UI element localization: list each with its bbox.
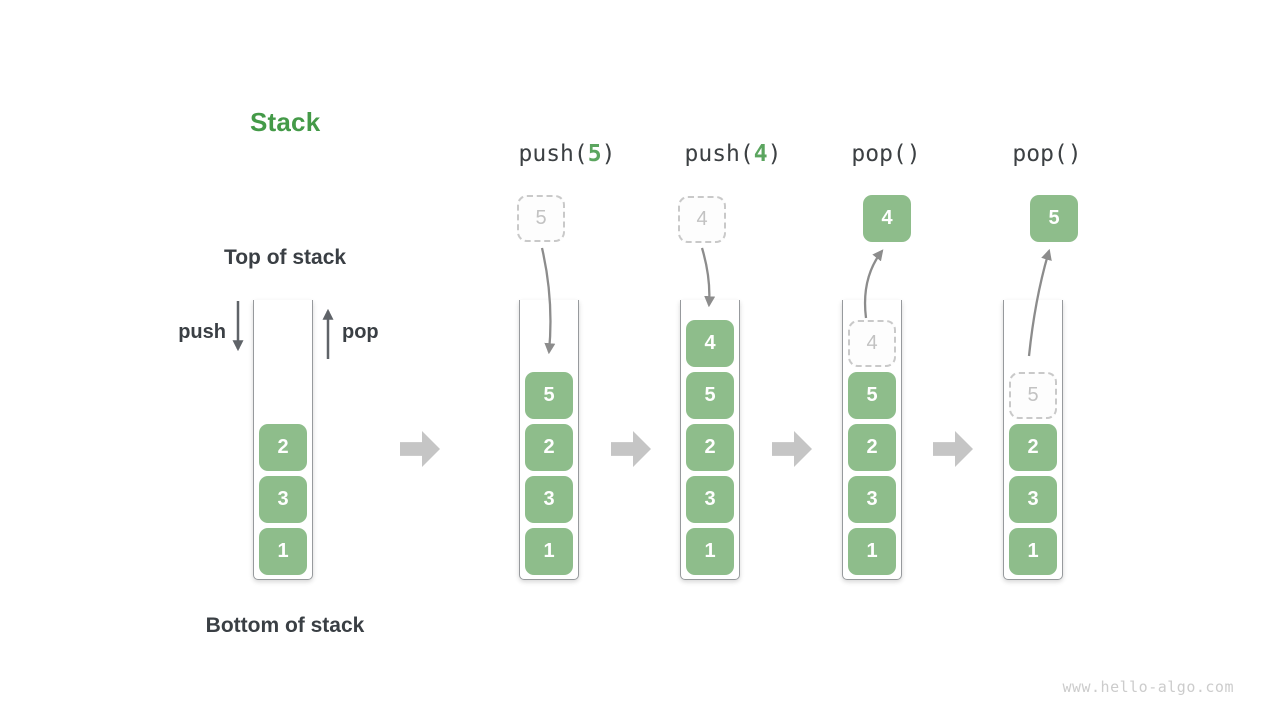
stack-item: 3	[259, 476, 307, 523]
floating-item: 4	[678, 196, 726, 243]
stack-item: 2	[259, 424, 307, 471]
operation-text: push(	[518, 141, 588, 167]
operation-label: push(5)	[457, 141, 677, 167]
operation-arg: 4	[753, 141, 768, 167]
step-arrow-icon	[611, 431, 651, 467]
bottom-of-stack-label: Bottom of stack	[205, 614, 365, 637]
stack-container	[1003, 300, 1063, 580]
pop-label: pop	[342, 321, 379, 343]
operation-text: pop()	[851, 141, 921, 167]
page-title: Stack	[250, 107, 321, 137]
stack-container	[680, 300, 740, 580]
stack-item: 3	[848, 476, 896, 523]
operation-label: pop()	[937, 141, 1157, 167]
operation-text: )	[601, 141, 616, 167]
stack-item: 5	[525, 372, 573, 419]
operation-text: push(	[684, 141, 754, 167]
step-arrow-icon	[400, 431, 440, 467]
stack-item: 3	[525, 476, 573, 523]
stack-item: 1	[848, 528, 896, 575]
stack-item-ghost: 4	[848, 320, 896, 367]
stack-item: 1	[259, 528, 307, 575]
stack-item: 4	[686, 320, 734, 367]
stack-item: 3	[1009, 476, 1057, 523]
operation-text: )	[767, 141, 782, 167]
stack-container	[842, 300, 902, 580]
stack-item: 2	[848, 424, 896, 471]
operation-label: push(4)	[623, 141, 843, 167]
stack-item: 1	[686, 528, 734, 575]
stack-item-ghost: 5	[1009, 372, 1057, 419]
top-of-stack-label: Top of stack	[223, 246, 347, 269]
stack-item: 2	[525, 424, 573, 471]
push-label: push	[178, 321, 226, 343]
stack-item: 2	[686, 424, 734, 471]
flow-arrow-icon	[700, 247, 716, 308]
operation-arg: 5	[587, 141, 602, 167]
stack-container	[253, 300, 313, 580]
stack-item: 1	[1009, 528, 1057, 575]
stack-item: 5	[848, 372, 896, 419]
stack-item: 5	[686, 372, 734, 419]
floating-item: 5	[1030, 195, 1078, 242]
stack-item: 1	[525, 528, 573, 575]
stack-item: 3	[686, 476, 734, 523]
floating-item: 4	[863, 195, 911, 242]
stack-container	[519, 300, 579, 580]
floating-item: 5	[517, 195, 565, 242]
step-arrow-icon	[933, 431, 973, 467]
stack-item: 2	[1009, 424, 1057, 471]
operation-label: pop()	[776, 141, 996, 167]
watermark: www.hello-algo.com	[1062, 678, 1234, 696]
step-arrow-icon	[772, 431, 812, 467]
operation-text: pop()	[1012, 141, 1082, 167]
